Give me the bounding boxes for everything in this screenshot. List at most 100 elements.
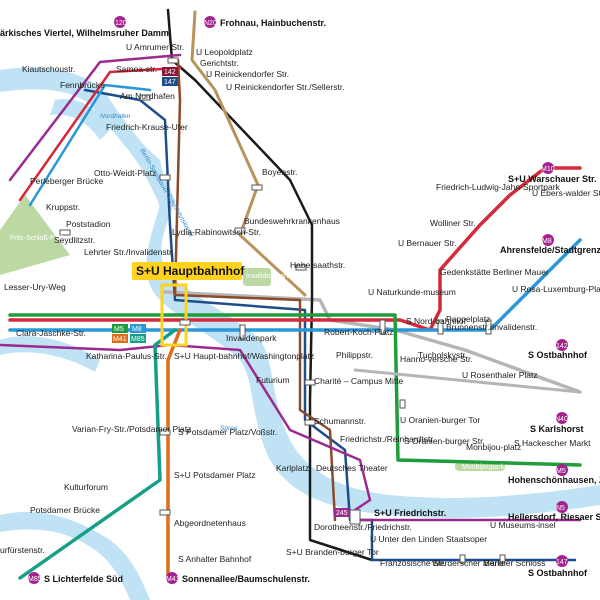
station-label[interactable]: Perleberger Brücke xyxy=(30,176,104,186)
stop-marker xyxy=(304,379,316,386)
stop-marker xyxy=(499,554,506,564)
station-label[interactable]: U Leopoldplatz xyxy=(196,47,253,57)
station-label[interactable]: Seydlitzstr. xyxy=(54,235,95,245)
station-label[interactable]: Hanno-versche Str. xyxy=(400,354,473,364)
station-label[interactable]: Staatsoper xyxy=(446,534,487,544)
station-label[interactable]: Deutsches Theater xyxy=(316,463,388,473)
station-label[interactable]: U Ebers-walder Str. xyxy=(532,188,600,198)
station-label[interactable]: Tucholskystr. xyxy=(418,350,467,360)
landwehr-kanal xyxy=(0,511,150,600)
badge-m5 xyxy=(112,324,128,333)
station-label[interactable]: S Nord-bahnhof xyxy=(406,316,467,326)
terminus-text: S Ostbahnhof xyxy=(528,350,588,360)
station-label[interactable]: S Anhalter Bahnhof xyxy=(178,554,252,564)
badge-m5-text: M5 xyxy=(114,326,124,333)
station-label[interactable]: Invalidenpark xyxy=(226,333,277,343)
station-label[interactable]: Lehrter Str./Invalidenstr. xyxy=(84,247,174,257)
station-label[interactable]: Pappelplatz xyxy=(446,314,490,324)
station-label[interactable]: U Naturkunde-museum xyxy=(368,287,456,297)
station-label[interactable]: Katharina-Paulus-Str. xyxy=(86,351,167,361)
station-label[interactable]: Gedenkstätte Berliner Mauer xyxy=(440,267,549,277)
terminus-m10[interactable]: M10 S+U Warschauer Str. xyxy=(508,162,596,184)
station-label[interactable]: S+U Potsdamer Platz xyxy=(174,470,256,480)
station-label[interactable]: Monbijou-platz xyxy=(466,442,521,452)
stop-marker xyxy=(59,229,71,236)
station-label[interactable]: urfürstenstr. xyxy=(0,545,45,555)
station-label[interactable]: Friedrichstr./Reinhardtstr. xyxy=(340,434,435,444)
station-label[interactable]: Lydia-Rabinowitsch-Str. xyxy=(172,227,261,237)
terminus-m41[interactable]: M41 Sonnenallee/Baumschulenstr. xyxy=(166,572,310,584)
line-black-n20 xyxy=(166,8,374,562)
badge-m8 xyxy=(130,324,146,333)
station-label[interactable]: U Oranien-burger Tor xyxy=(400,415,480,425)
line-badge xyxy=(556,412,568,424)
station-label[interactable]: Samoa-str. xyxy=(116,64,157,74)
station-label[interactable]: Friedrich-Krause-Ufer xyxy=(106,122,188,132)
station-label[interactable]: Kulturforum xyxy=(64,482,108,492)
station-label[interactable]: Bundeswehrkrankenhaus xyxy=(244,216,340,226)
station-label[interactable]: Varian-Fry-Str./Potsdamer Platz xyxy=(72,424,191,434)
station-label[interactable]: Kiautschoustr. xyxy=(22,64,75,74)
terminus-120[interactable]: 120 ärkisches Viertel, Wilhelmsruher Dam… xyxy=(0,16,169,38)
station-label[interactable]: Friedrich-Ludwig-Jahn-Sportpark xyxy=(436,182,561,192)
line-badge xyxy=(542,162,554,174)
station-label[interactable]: U Bernauer Str. xyxy=(398,238,457,248)
station-label[interactable]: S+U Haupt-bahnhof/Washingtonplatz xyxy=(174,351,314,361)
terminus-147[interactable]: 147 S Ostbahnhof xyxy=(528,555,588,578)
station-label[interactable]: Boyenstr. xyxy=(262,167,297,177)
terminus-m8[interactable]: M8 Ahrensfelde/Stadtgrenze xyxy=(500,234,600,255)
badge-142-text: 142 xyxy=(164,69,176,76)
station-label[interactable]: Philippstr. xyxy=(336,350,373,360)
station-label[interactable]: U Rosenthaler Platz xyxy=(462,370,538,380)
terminus-n40[interactable]: N40 S Karlshorst xyxy=(530,412,584,434)
terminus-142[interactable]: 142 S Ostbahnhof xyxy=(528,339,588,360)
station-label[interactable]: U Museums-insel xyxy=(490,520,556,530)
station-label[interactable]: S Hackescher Markt xyxy=(514,438,591,448)
station-label[interactable]: Futurium xyxy=(256,375,290,385)
station-label[interactable]: Abgeordnetenhaus xyxy=(174,518,246,528)
station-label[interactable]: Schumannstr. xyxy=(314,416,366,426)
terminus-text: Sonnenallee/Baumschulenstr. xyxy=(182,574,310,584)
station-label[interactable]: Habersaathstr. xyxy=(290,260,345,270)
spree-river xyxy=(0,67,600,518)
station-label[interactable]: Charité – Campus Mitte xyxy=(314,376,404,386)
station-label[interactable]: U Unter den Linden xyxy=(370,534,444,544)
line-orange-m41 xyxy=(166,328,182,580)
station-label[interactable]: Fennbrücke xyxy=(60,80,105,90)
station-label[interactable]: Berliner Schloss xyxy=(484,558,545,568)
stop-marker xyxy=(485,319,492,335)
station-label[interactable]: Gerichtstr. xyxy=(200,58,239,68)
badge-245-text: 245 xyxy=(336,510,348,517)
station-label[interactable]: Otto-Weidt-Platz xyxy=(94,168,156,178)
station-label[interactable]: Werderscher Markt xyxy=(432,558,505,568)
station-label[interactable]: S Potsdamer Platz/Voßstr. xyxy=(178,427,277,437)
station-label[interactable]: U Amrumer Str. xyxy=(126,42,184,52)
station-labels: U Amrumer Str. U Leopoldplatz Gerichtstr… xyxy=(0,42,600,568)
station-label[interactable]: Lesser-Ury-Weg xyxy=(4,282,66,292)
terminus-m85[interactable]: M85 S Lichterfelde Süd xyxy=(28,572,123,584)
station-label[interactable]: Französische Str. xyxy=(380,558,446,568)
station-label[interactable]: U Reinickendorfer Str./Sellerstr. xyxy=(226,82,345,92)
station-label[interactable]: U Reinickendorfer Str. xyxy=(206,69,289,79)
station-label[interactable]: Dorotheenstr./Friedrichstr. xyxy=(314,522,412,532)
terminus-n20[interactable]: N20 Frohnau, Hainbuchenstr. xyxy=(204,16,326,28)
station-label[interactable]: Kruppstr. xyxy=(46,202,80,212)
station-label[interactable]: S+U Friedrichstr. xyxy=(374,508,446,518)
hub-hauptbahnhof[interactable]: S+U Hauptbahnhof xyxy=(132,262,245,347)
station-label[interactable]: Wolliner Str. xyxy=(430,218,476,228)
station-label[interactable]: U Rosa-Luxemburg-Platz xyxy=(512,284,600,294)
station-label[interactable]: S+U Branden-burger Tor xyxy=(286,547,379,557)
station-label[interactable]: Karlplatz xyxy=(276,463,309,473)
station-label[interactable]: Am Nordhafen xyxy=(120,91,175,101)
terminus-n5[interactable]: N5 Hellersdorf, Riesaer Str. xyxy=(508,501,600,522)
station-label[interactable]: Robert-Koch-Platz xyxy=(324,327,393,337)
invalidenpark-area xyxy=(243,268,271,286)
station-label[interactable]: Clara-Jaschke-Str. xyxy=(16,328,86,338)
station-label[interactable]: S Oranien-burger Str. xyxy=(404,436,485,446)
terminus-m5[interactable]: M5 Hohenschönhausen, Zingster Str. xyxy=(508,464,600,485)
station-label[interactable]: Potsdamer Brücke xyxy=(30,505,100,515)
line-red-m10 xyxy=(8,166,582,332)
station-label[interactable]: Brunnenstr./Invalidenstr. xyxy=(446,322,537,332)
badge-text: N5 xyxy=(556,505,565,512)
station-label[interactable]: Poststadion xyxy=(66,219,111,229)
